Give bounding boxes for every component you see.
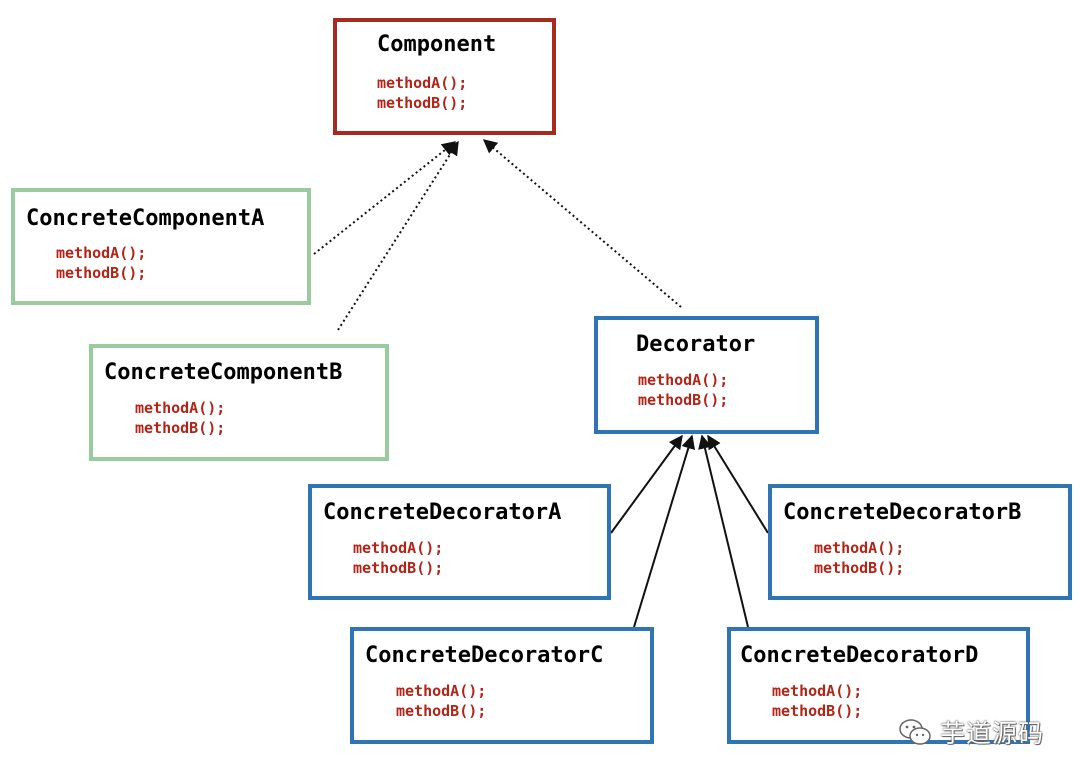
method-a: methodA(); [396,682,487,700]
method-a: methodA(); [353,539,444,557]
concrete-decorator-d-title: ConcreteDecoratorD [740,643,979,668]
method-b: methodB(); [772,702,863,720]
method-b: methodB(); [56,264,147,282]
method-b: methodB(); [353,559,444,577]
edge-decorator-to-component [482,139,682,308]
method-a: methodA(); [377,74,468,92]
concrete-component-a-methods: methodA(); methodB(); [56,243,146,283]
concrete-decorator-a-title: ConcreteDecoratorA [323,500,562,525]
method-a: methodA(); [772,682,863,700]
method-b: methodB(); [814,559,905,577]
concrete-decorator-b-title: ConcreteDecoratorB [783,500,1022,525]
method-b: methodB(); [377,94,468,112]
wechat-icon [898,717,932,747]
watermark: 芋道源码 [898,714,1044,750]
concrete-component-a-node: ConcreteComponentA methodA(); methodB(); [11,188,311,305]
method-b: methodB(); [638,391,729,409]
component-methods: methodA(); methodB(); [377,73,467,113]
edge-concrete-decorator-d-to-decorator [698,434,749,628]
edge-concrete-decorator-c-to-decorator [633,434,696,628]
concrete-decorator-a-methods: methodA(); methodB(); [353,538,443,578]
method-a: methodA(); [56,244,147,262]
edge-concrete-component-a-to-component [313,141,457,255]
edge-concrete-decorator-a-to-decorator [610,434,683,534]
component-node: Component methodA(); methodB(); [333,18,556,135]
edge-concrete-component-b-to-component [337,140,459,331]
decorator-node: Decorator methodA(); methodB(); [594,316,819,434]
method-b: methodB(); [396,702,487,720]
concrete-decorator-c-node: ConcreteDecoratorC methodA(); methodB(); [350,627,654,744]
concrete-decorator-b-methods: methodA(); methodB(); [814,538,904,578]
concrete-component-b-node: ConcreteComponentB methodA(); methodB(); [89,344,389,461]
decorator-methods: methodA(); methodB(); [638,370,728,410]
decorator-title: Decorator [636,332,756,357]
concrete-component-b-title: ConcreteComponentB [104,360,343,385]
method-a: methodA(); [814,539,905,557]
concrete-decorator-d-node: ConcreteDecoratorD methodA(); methodB(); [727,627,1030,744]
concrete-decorator-b-node: ConcreteDecoratorB methodA(); methodB(); [768,484,1072,600]
concrete-decorator-d-methods: methodA(); methodB(); [772,681,862,721]
method-b: methodB(); [135,419,226,437]
concrete-decorator-a-node: ConcreteDecoratorA methodA(); methodB(); [308,484,611,600]
component-title: Component [377,32,497,57]
method-a: methodA(); [135,399,226,417]
concrete-component-a-title: ConcreteComponentA [26,206,265,231]
concrete-decorator-c-methods: methodA(); methodB(); [396,681,486,721]
concrete-component-b-methods: methodA(); methodB(); [135,398,225,438]
watermark-text: 芋道源码 [939,719,1044,748]
edge-concrete-decorator-b-to-decorator [707,434,769,534]
method-a: methodA(); [638,371,729,389]
concrete-decorator-c-title: ConcreteDecoratorC [365,643,604,668]
